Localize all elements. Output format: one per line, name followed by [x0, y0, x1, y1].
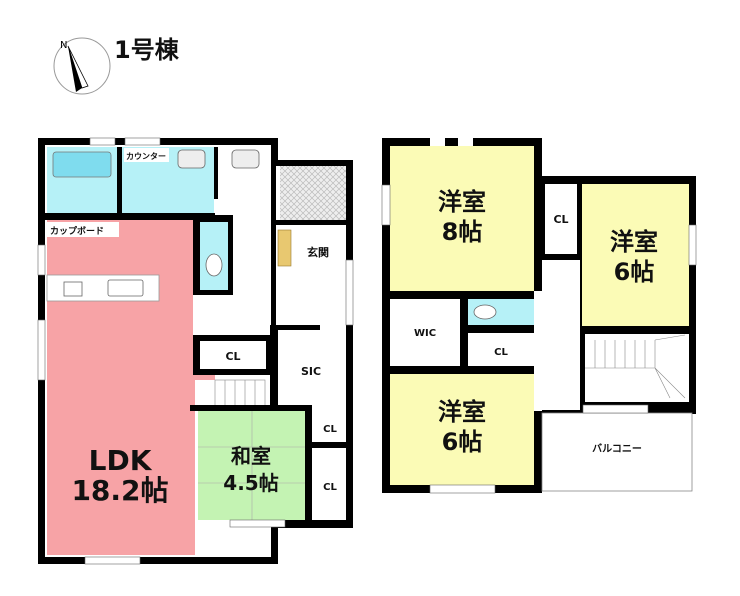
room-c-size: 6帖: [442, 428, 483, 456]
closet-label: CL: [323, 482, 337, 493]
window: [84, 556, 141, 565]
stove-icon: [63, 281, 83, 297]
closet-label: CL: [494, 347, 508, 358]
wic-label: WIC: [414, 328, 436, 339]
window: [124, 137, 161, 146]
closet-label: CL: [323, 424, 337, 435]
window: [89, 137, 116, 146]
porch: [280, 166, 346, 220]
balcony: [541, 412, 693, 492]
room-a-name: 洋室: [438, 188, 486, 216]
western-room-6-south: [390, 374, 534, 485]
ldk-name: LDK: [89, 444, 153, 477]
sink-icon: [177, 149, 206, 169]
entrance-label: 玄関: [307, 245, 329, 259]
room-b-name: 洋室: [610, 228, 658, 256]
toilet-icon: [205, 253, 223, 277]
closet: [200, 341, 266, 369]
cupboard-label: カップボード: [50, 225, 104, 237]
washitsu-name: 和室: [231, 444, 271, 468]
window: [688, 224, 697, 266]
closet-label: CL: [553, 213, 568, 226]
room-b-size: 6帖: [614, 258, 655, 286]
toilet-icon: [473, 304, 497, 320]
stairs-icon: [214, 379, 266, 407]
sink-icon: [231, 149, 260, 169]
sic-label: SIC: [301, 365, 321, 378]
window: [37, 244, 46, 276]
window: [381, 184, 391, 226]
ldk-room: [47, 220, 215, 555]
ldk-size: 18.2帖: [71, 474, 168, 507]
window: [345, 259, 354, 326]
kitchen-sink-icon: [107, 279, 144, 297]
washitsu-room: [198, 411, 305, 520]
western-room-6-east: [582, 184, 689, 326]
closet: [468, 333, 534, 366]
room-a-size: 8帖: [442, 218, 483, 246]
closet: [545, 184, 577, 254]
window: [37, 319, 46, 381]
balcony-label: バルコニー: [592, 443, 642, 455]
window: [582, 404, 649, 414]
closet-label: CL: [225, 350, 240, 363]
stairs-icon: [585, 334, 689, 402]
window: [229, 519, 286, 528]
north-compass-icon: N: [53, 37, 111, 95]
washitsu-size: 4.5帖: [223, 471, 278, 495]
floor2-plan: 洋室 8帖 CL 洋室 6帖 WIC CL 洋室 6帖 バルコニー: [381, 138, 697, 494]
building-title: 1号棟: [114, 36, 179, 64]
floor1-plan: カウンター カップボード LDK 18.2帖 CL 玄関: [37, 137, 354, 565]
counter-label: カウンター: [126, 151, 166, 161]
compass-label: N: [60, 40, 67, 51]
window: [430, 138, 445, 146]
kitchen-counter: [46, 274, 160, 302]
western-room-8: [390, 146, 534, 291]
entrance-step: [277, 229, 292, 267]
window: [429, 484, 496, 494]
bathtub-icon: [52, 151, 112, 178]
room-c-name: 洋室: [438, 398, 486, 426]
window: [458, 138, 473, 146]
walk-in-closet: [390, 299, 460, 366]
